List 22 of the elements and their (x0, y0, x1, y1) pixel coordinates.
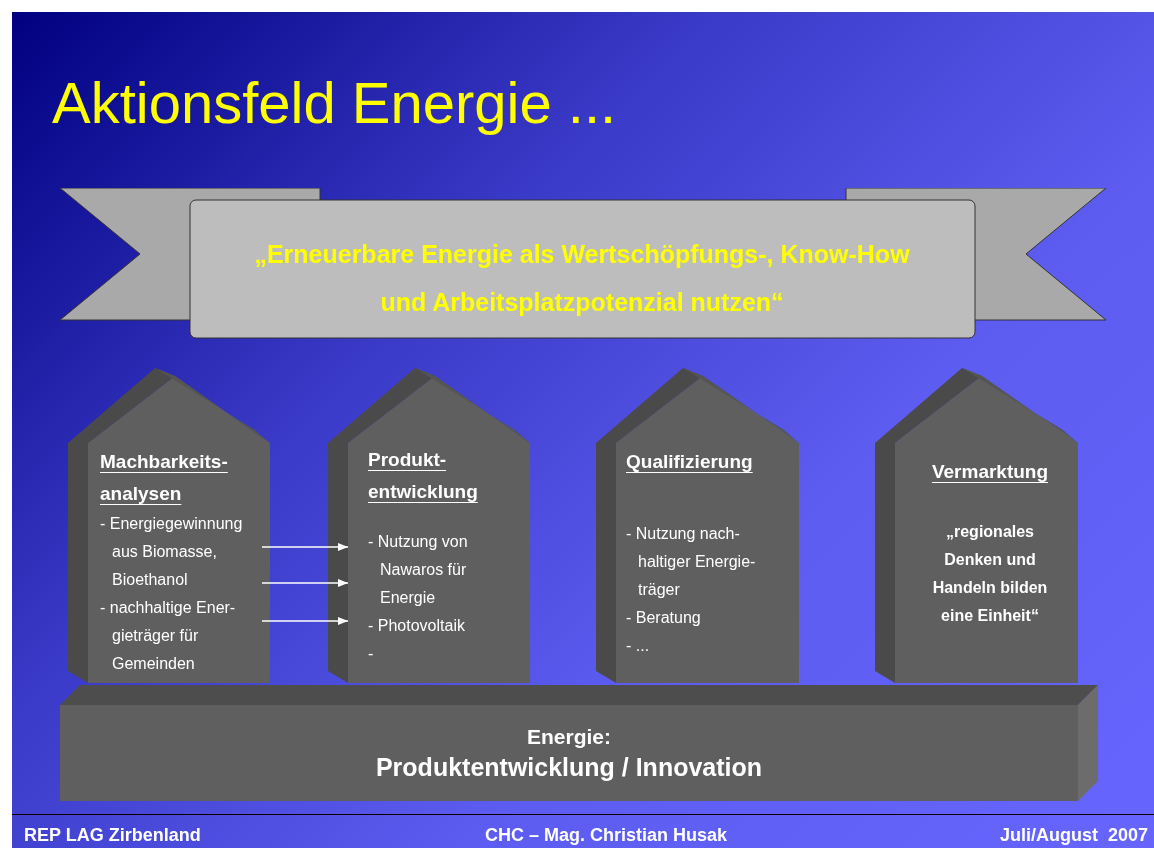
house-text: - Beratung (626, 608, 702, 628)
arrow (261, 579, 349, 587)
banner-text: „Erneuerbare Energie als Wertschöpfungs-, Know-How und Arbeitsplatzpotenzial nutzen“ (253, 239, 911, 318)
house-text: „regionales Denken und Handeln bilden eine Einheit“ (931, 522, 1049, 626)
base-heading: Energie: (526, 724, 612, 750)
footer-text: Juli/August 2007 (999, 826, 1148, 844)
house-heading: Qualifizierung (626, 450, 754, 474)
house-heading: Produkt- entwicklung (368, 448, 479, 504)
base-text: Produktentwicklung / Innovation (374, 752, 764, 783)
arrow (261, 617, 349, 625)
house-heading: Machbarkeits- analysen (100, 450, 229, 506)
house-text: - Nutzung von Nawaros für Energie (368, 532, 469, 608)
house-text: - ... (626, 636, 651, 656)
house-text: - Photovoltaik (368, 616, 466, 636)
footer-text: CHC – Mag. Christian Husak (485, 826, 728, 844)
house-text: - nachhaltige Ener- gieträger für Gemeinden (100, 598, 237, 674)
house-text: - Energiegewinnung aus Biomasse, Bioethanol (100, 514, 244, 590)
house-text: - Nutzung nach- haltiger Energie- träger (626, 524, 757, 600)
arrow (261, 543, 349, 551)
house-text: - (368, 644, 375, 664)
house-heading: Vermarktung (930, 460, 1050, 484)
footer-text: REP LAG Zirbenland (24, 826, 201, 844)
